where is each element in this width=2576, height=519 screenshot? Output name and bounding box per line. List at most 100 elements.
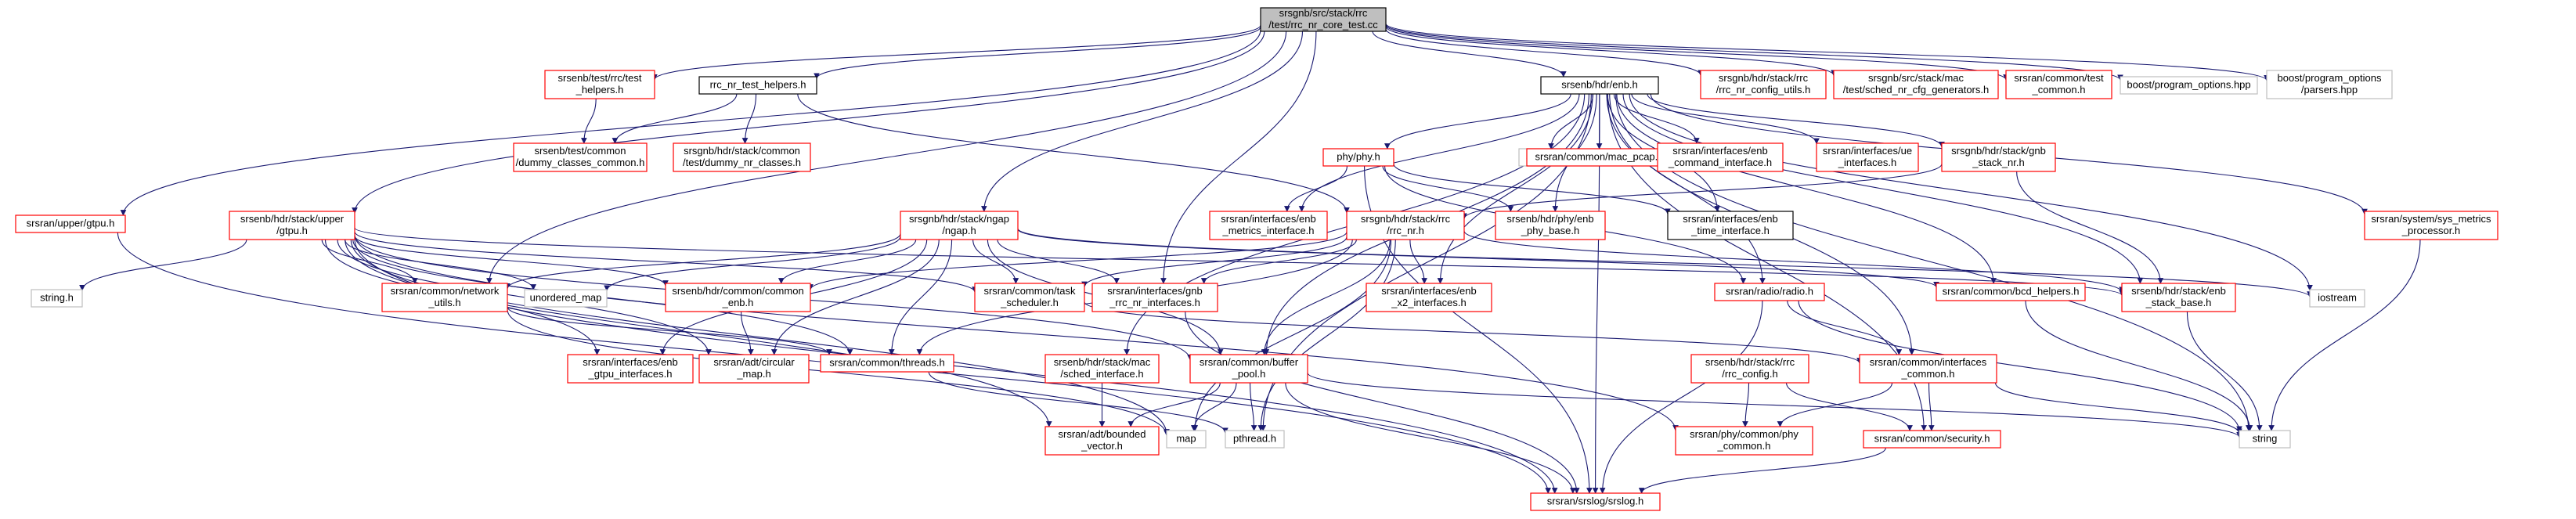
edge-root-to-rrc_nr_test_helpers bbox=[814, 27, 1261, 80]
node-box-sched_interface bbox=[1044, 354, 1160, 384]
node-sched_interface[interactable]: srsenb/hdr/stack/mac/sched_interface.h bbox=[1044, 354, 1160, 384]
node-label-sched_interface: /sched_interface.h bbox=[1060, 368, 1143, 380]
node-hdr_common_enb[interactable]: srsenb/hdr/common/common_enb.h bbox=[665, 283, 811, 312]
node-rrc_config[interactable]: srsenb/hdr/stack/rrc/rrc_config.h bbox=[1690, 354, 1809, 384]
node-gnb_stack_nr[interactable]: srsgnb/hdr/stack/gnb_stack_nr.h bbox=[1941, 142, 2056, 172]
node-phy_common[interactable]: srsran/phy/common/phy_common.h bbox=[1675, 426, 1813, 456]
edge-enb_stack_base-to-string bbox=[2186, 311, 2263, 431]
node-common_test_common[interactable]: srsran/common/test_common.h bbox=[2005, 70, 2112, 99]
node-label-ue_interfaces: srsran/interfaces/ue bbox=[1823, 145, 1912, 157]
edge-ngap_h-to-threads_h bbox=[888, 239, 953, 355]
edge-network_utils-to-map bbox=[507, 309, 1170, 436]
node-label-boost_parsers: /parsers.hpp bbox=[2301, 84, 2358, 96]
node-box-security_h bbox=[1863, 430, 2001, 449]
node-box-sys_metrics_processor bbox=[2364, 211, 2498, 240]
node-box-network_utils bbox=[381, 283, 508, 312]
node-box-circular_map bbox=[698, 354, 810, 384]
node-dummy_classes_common[interactable]: srsenb/test/common/dummy_classes_common.… bbox=[513, 142, 648, 172]
node-enb_h[interactable]: srsenb/hdr/enb.h bbox=[1540, 76, 1659, 95]
node-ngap_h[interactable]: srsgnb/hdr/stack/ngap/ngap.h bbox=[900, 211, 1019, 240]
edge-rrc_nr_h-to-pthread bbox=[1257, 239, 1396, 431]
node-threads_h[interactable]: srsran/common/threads.h bbox=[820, 354, 954, 373]
node-gnb_rrc_nr_interfaces[interactable]: srsran/interfaces/gnb_rrc_nr_interfaces.… bbox=[1091, 283, 1218, 312]
node-upper_gtpu_h[interactable]: srsran/upper/gtpu.h bbox=[15, 214, 126, 233]
edge-enb_h-to-enb_metrics_interface bbox=[1298, 93, 1580, 212]
edge-rrc_nr_test_helpers-to-dummy_nr_classes bbox=[741, 93, 757, 144]
node-srslog[interactable]: srsran/srslog/srslog.h bbox=[1530, 492, 1661, 511]
node-label-ngap_h: /ngap.h bbox=[942, 225, 976, 236]
edge-stack_upper_gtpu-to-enb_stack_base bbox=[354, 227, 2125, 297]
node-label-unordered_map: unordered_map bbox=[530, 291, 602, 303]
node-enb_x2_interfaces[interactable]: srsran/interfaces/enb_x2_interfaces.h bbox=[1366, 283, 1492, 312]
node-string_h[interactable]: string.h bbox=[31, 289, 83, 308]
node-label-dummy_nr_classes: /test/dummy_nr_classes.h bbox=[683, 157, 801, 168]
node-map[interactable]: map bbox=[1166, 430, 1207, 449]
node-enb_gtpu_interfaces[interactable]: srsran/interfaces/enb_gtpu_interfaces.h bbox=[567, 354, 694, 384]
node-enb_stack_base[interactable]: srsenb/hdr/stack/enb_stack_base.h bbox=[2121, 283, 2236, 312]
node-mac_pcap[interactable]: srsran/common/mac_pcap.h bbox=[1526, 148, 1672, 167]
node-label-root: /test/rrc_nr_core_test.cc bbox=[1268, 19, 1378, 31]
node-label-boost_parsers: boost/program_options bbox=[2278, 72, 2382, 84]
node-label-common_test_common: srsran/common/test bbox=[2014, 72, 2104, 84]
edge-rrc_nr_h-to-enb_stack_base bbox=[1463, 230, 2125, 294]
node-enb_command_interface[interactable]: srsran/interfaces/enb_command_interface.… bbox=[1657, 142, 1784, 172]
node-network_utils[interactable]: srsran/common/network_utils.h bbox=[381, 283, 508, 312]
node-iostream[interactable]: iostream bbox=[2309, 289, 2365, 308]
node-label-bcd_helpers: srsran/common/bcd_helpers.h bbox=[1943, 285, 2080, 297]
node-label-enb_x2_interfaces: _x2_interfaces.h bbox=[1391, 297, 1466, 308]
node-ue_interfaces[interactable]: srsran/interfaces/ue_interfaces.h bbox=[1816, 142, 1919, 172]
edge-enb_h-to-pthread bbox=[1260, 93, 1592, 431]
node-buffer_pool[interactable]: srsran/common/buffer_pool.h bbox=[1189, 354, 1308, 384]
edge-stack_upper_gtpu-to-string_h bbox=[79, 239, 247, 291]
node-enb_metrics_interface[interactable]: srsran/interfaces/enb_metrics_interface.… bbox=[1209, 211, 1328, 240]
node-box-phy_common bbox=[1675, 426, 1813, 456]
node-rrc_nr_test_helpers[interactable]: rrc_nr_test_helpers.h bbox=[698, 76, 817, 95]
edge-interfaces_common-to-phy_common bbox=[1777, 382, 1893, 427]
edge-root-to-common_test_common bbox=[1385, 24, 2009, 81]
node-pthread[interactable]: pthread.h bbox=[1225, 430, 1285, 449]
node-boost_parsers[interactable]: boost/program_options/parsers.hpp bbox=[2266, 70, 2393, 99]
node-box-threads_h bbox=[820, 354, 954, 373]
edge-network_utils-to-threads_h bbox=[507, 306, 832, 355]
node-radio_h[interactable]: srsran/radio/radio.h bbox=[1714, 283, 1825, 301]
node-rrc_nr_config_utils[interactable]: srsgnb/hdr/stack/rrc/rrc_nr_config_utils… bbox=[1700, 70, 1827, 99]
node-boost_program_options[interactable]: boost/program_options.hpp bbox=[2120, 76, 2258, 95]
node-sched_nr_cfg_generators[interactable]: srsgnb/src/stack/mac/test/sched_nr_cfg_g… bbox=[1833, 70, 1999, 99]
node-label-map: map bbox=[1176, 432, 1196, 444]
node-enb_phy_base[interactable]: srsenb/hdr/phy/enb_phy_base.h bbox=[1495, 211, 1606, 240]
node-label-enb_gtpu_interfaces: srsran/interfaces/enb bbox=[583, 356, 677, 368]
node-label-test_rrc_helpers: _helpers.h bbox=[575, 84, 624, 96]
node-bounded_vector[interactable]: srsran/adt/bounded_vector.h bbox=[1044, 426, 1160, 456]
node-label-sys_metrics_processor: _processor.h bbox=[2401, 225, 2460, 236]
node-stack_upper_gtpu[interactable]: srsenb/hdr/stack/upper/gtpu.h bbox=[229, 211, 355, 240]
node-task_scheduler[interactable]: srsran/common/task_scheduler.h bbox=[974, 283, 1085, 312]
node-unordered_map[interactable]: unordered_map bbox=[524, 289, 608, 308]
node-sys_metrics_processor[interactable]: srsran/system/sys_metrics_processor.h bbox=[2364, 211, 2498, 240]
node-test_rrc_helpers[interactable]: srsenb/test/rrc/test_helpers.h bbox=[544, 70, 655, 99]
edge-rrc_nr_h-to-enb_x2_interfaces bbox=[1409, 239, 1427, 284]
node-box-enb_x2_interfaces bbox=[1366, 283, 1492, 312]
node-box-pthread bbox=[1225, 430, 1285, 449]
node-dummy_nr_classes[interactable]: srsgnb/hdr/stack/common/test/dummy_nr_cl… bbox=[673, 142, 811, 172]
edge-test_rrc_helpers-to-dummy_classes_common bbox=[580, 98, 597, 144]
node-label-rrc_nr_h: srsgnb/hdr/stack/rrc bbox=[1361, 213, 1451, 225]
node-label-gnb_stack_nr: srsgnb/hdr/stack/gnb bbox=[1951, 145, 2046, 157]
node-label-rrc_nr_config_utils: /rrc_nr_config_utils.h bbox=[1716, 84, 1811, 96]
node-rrc_nr_h[interactable]: srsgnb/hdr/stack/rrc/rrc_nr.h bbox=[1346, 211, 1465, 240]
edge-bcd_helpers-to-string bbox=[2025, 300, 2253, 431]
node-security_h[interactable]: srsran/common/security.h bbox=[1863, 430, 2001, 449]
node-phy_h[interactable]: phy/phy.h bbox=[1322, 148, 1394, 167]
edge-gnb_rrc_nr_interfaces-to-srslog bbox=[1185, 311, 1580, 494]
node-box-bounded_vector bbox=[1044, 426, 1160, 456]
node-interfaces_common[interactable]: srsran/common/interfaces_common.h bbox=[1859, 354, 1997, 384]
node-circular_map[interactable]: srsran/adt/circular_map.h bbox=[698, 354, 810, 384]
node-enb_time_interface[interactable]: srsran/interfaces/enb_time_interface.h bbox=[1667, 211, 1794, 240]
node-label-hdr_common_enb: srsenb/hdr/common/common bbox=[672, 285, 803, 297]
node-box-task_scheduler bbox=[974, 283, 1085, 312]
node-bcd_helpers[interactable]: srsran/common/bcd_helpers.h bbox=[1936, 283, 2086, 301]
edge-enb_h-to-stdarg bbox=[1548, 93, 1594, 150]
node-string[interactable]: string bbox=[2239, 430, 2291, 449]
node-box-enb_h bbox=[1540, 76, 1659, 95]
node-box-gnb_rrc_nr_interfaces bbox=[1091, 283, 1218, 312]
edge-ngap_h-to-circular_map bbox=[770, 239, 940, 355]
